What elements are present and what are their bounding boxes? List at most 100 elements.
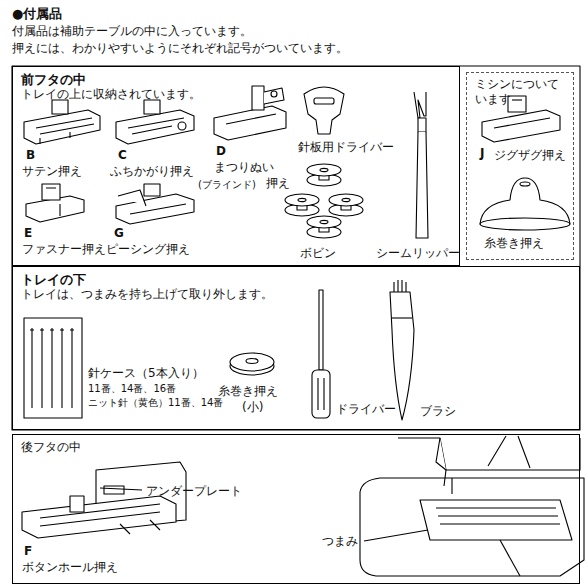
part-name: ドライバー <box>336 402 396 416</box>
drawing-part <box>116 110 194 144</box>
page-title: ●付属品 <box>12 5 62 23</box>
drawing-part <box>40 124 94 134</box>
part-letter: B <box>26 148 35 162</box>
section-heading: 前フタの中 <box>21 72 451 87</box>
drawing-part <box>512 99 522 100</box>
drawing-part <box>390 292 414 420</box>
part-name: 11番、14番、16番 <box>88 382 176 396</box>
section-note: トレイは、つまみを持ち上げて取り外します。 <box>21 287 571 302</box>
section-note: トレイの上に収納されています。 <box>21 87 451 102</box>
drawing-part <box>144 100 160 114</box>
section-note: 後フタの中 <box>21 440 571 455</box>
drawing-part <box>252 86 264 110</box>
drawing-part <box>314 98 334 104</box>
drawing-part <box>132 126 172 134</box>
satin-foot <box>24 100 100 144</box>
blind-hem-foot <box>214 86 286 140</box>
drawing-part <box>304 87 344 134</box>
part-letter: F <box>24 544 32 558</box>
section-box: ミシンについています <box>466 72 574 260</box>
drawing-part <box>264 88 284 104</box>
leader-line <box>488 436 530 468</box>
drawing-part <box>246 359 258 364</box>
leader-line <box>364 530 428 541</box>
part-name: (ブラインド) <box>198 178 256 192</box>
drawing-part <box>118 190 146 206</box>
part-name: ボタンホール押え <box>22 560 118 574</box>
part-letter: E <box>24 226 32 240</box>
part-name: ジグザグ押え <box>494 148 566 162</box>
drawing-part <box>436 508 560 524</box>
part-name: ピーシング押え <box>106 242 190 256</box>
drawing-part <box>392 317 412 318</box>
drawing-part <box>285 194 319 216</box>
buttonhole-foot <box>22 462 186 538</box>
section-heading: トレイの下 <box>21 272 571 287</box>
drawing-part <box>444 470 452 494</box>
plate-driver <box>304 87 344 134</box>
drawing-part <box>144 184 160 196</box>
drawing-part <box>42 184 60 200</box>
part-name: アンダープレート <box>146 484 242 498</box>
drawing-part <box>32 328 72 408</box>
drawing-part <box>271 91 277 97</box>
part-name: ボビン <box>300 246 336 260</box>
part-name: 針ケース（5本入り） <box>88 366 204 380</box>
part-name: 針板用ドライバー <box>298 140 394 154</box>
drawing-part <box>298 198 306 201</box>
part-name: 糸巻き押え <box>218 384 278 398</box>
drawing-part <box>482 110 560 142</box>
drawing-part <box>319 290 323 370</box>
drawing-part <box>24 110 100 144</box>
part-name: つまみ <box>322 534 358 548</box>
drawing-part <box>320 220 328 223</box>
needle-case <box>24 318 82 418</box>
part-letter: D <box>216 144 226 158</box>
drawing-part <box>230 353 274 371</box>
drawing-part <box>30 329 74 330</box>
brush <box>390 280 414 420</box>
part-name: ブラシ <box>420 404 456 418</box>
drawing-part <box>420 500 572 540</box>
part-name: まつりぬい <box>214 160 274 174</box>
sewing-machine <box>360 438 584 576</box>
part-name: (小) <box>242 400 263 414</box>
drawing-part <box>70 496 84 512</box>
seam-ripper <box>414 92 428 238</box>
drawing-part <box>480 178 570 224</box>
drawing-part <box>46 188 60 216</box>
drawing-part <box>360 478 584 576</box>
intro-note: 押えには、わかりやすいようにそれぞれ記号がついています。 <box>12 41 348 55</box>
drawing-part <box>52 100 68 114</box>
part-letter: J <box>480 146 484 160</box>
part-name: ファスナー押え <box>22 242 106 256</box>
drawing-part <box>307 216 341 238</box>
small-spool-cap <box>230 353 274 375</box>
drawing-part <box>22 496 176 538</box>
part-name: 糸巻き押え <box>484 236 544 250</box>
outer-frame <box>12 66 580 430</box>
drawing-part <box>307 164 341 186</box>
spool-cap <box>480 178 570 230</box>
drawing-part <box>226 114 276 124</box>
piecing-foot <box>116 184 194 224</box>
bobbins <box>285 164 363 238</box>
drawing-part <box>312 370 330 418</box>
drawing-part <box>329 194 363 216</box>
drawing-part <box>307 216 341 228</box>
drawing-part <box>178 122 186 130</box>
part-name: サテン押え <box>22 164 82 178</box>
drawing-part <box>342 198 350 201</box>
drawing-part <box>394 280 406 292</box>
drawing-part <box>214 106 286 140</box>
leader-line <box>100 488 142 490</box>
drawing-part <box>436 438 446 470</box>
drawing-part <box>494 118 550 128</box>
drawing-part <box>104 486 124 494</box>
overcasting-foot <box>116 100 194 144</box>
intro-note: 付属品は補助テーブルの中に入っています。 <box>12 24 252 38</box>
drawing-part <box>418 118 426 132</box>
drawing-part <box>120 520 160 534</box>
part-name: ニット針（黄色）11番、14番 <box>88 396 223 410</box>
